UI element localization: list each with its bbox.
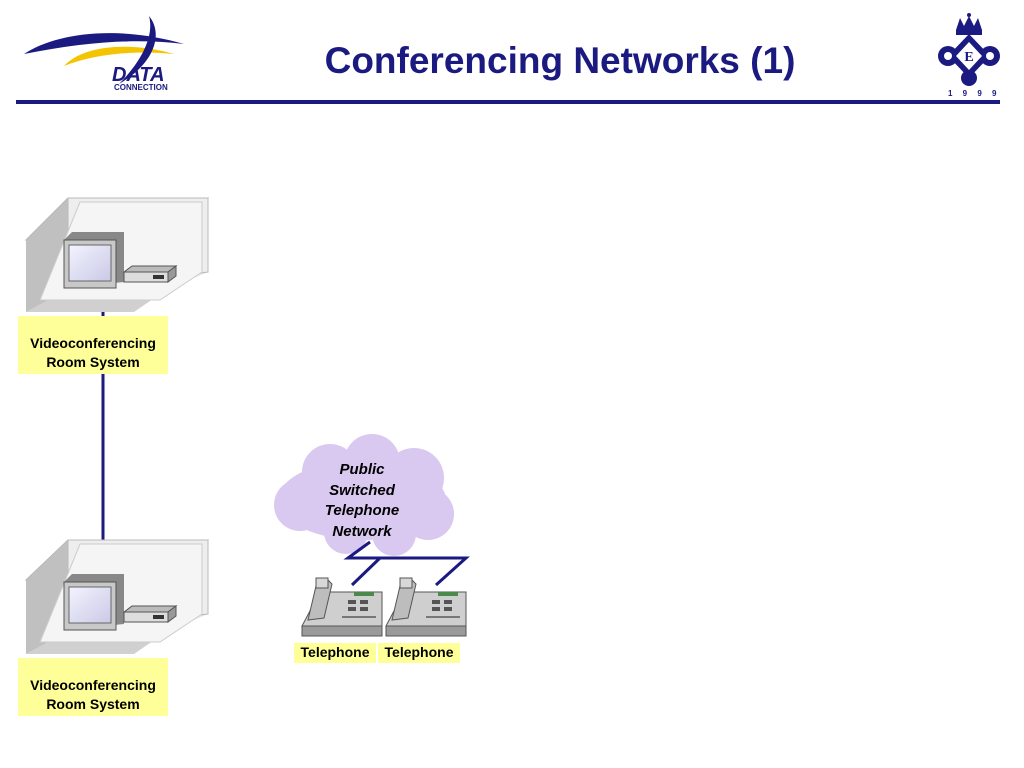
room-system-top-icon bbox=[24, 197, 210, 312]
pstn-line4: Network bbox=[332, 522, 392, 540]
phone-link-line-2 bbox=[350, 556, 382, 587]
seal-year-text: 1 9 9 9 bbox=[948, 89, 1001, 98]
svg-text:E: E bbox=[964, 50, 973, 65]
logo-swoosh-icon bbox=[24, 16, 184, 84]
pstn-label: Public Switched Telephone Network bbox=[306, 460, 418, 542]
pstn-line1: Public bbox=[339, 461, 385, 478]
room-system-bottom-icon bbox=[24, 539, 210, 654]
crown-gear-icon: E bbox=[938, 13, 1000, 86]
room-system-top-line1: Videoconferencing bbox=[30, 335, 156, 351]
pstn-cloud-icon bbox=[274, 434, 454, 556]
telephone-icon bbox=[301, 577, 383, 637]
telephone-label: Telephone bbox=[294, 643, 376, 663]
logo-sub-text: CONNECTION bbox=[114, 83, 168, 92]
room-system-bottom-label: Videoconferencing Room System bbox=[18, 658, 168, 716]
pstn-line2: Switched bbox=[329, 481, 395, 499]
logo-brand-text: DATA bbox=[112, 64, 165, 86]
pstn-line3: Telephone bbox=[324, 502, 400, 519]
phone-link-line bbox=[343, 540, 470, 587]
room-system-bottom-line1: Videoconferencing bbox=[30, 677, 156, 693]
telephone-icon bbox=[385, 577, 467, 637]
slide-title: Conferencing Networks (1) bbox=[324, 40, 796, 81]
title-divider bbox=[16, 100, 1000, 104]
room-system-top-line2: Room System bbox=[46, 354, 140, 370]
room-system-top-label: Videoconferencing Room System bbox=[18, 316, 168, 374]
telephone-label: Telephone bbox=[378, 643, 460, 663]
room-system-bottom-line2: Room System bbox=[46, 696, 140, 712]
crown-seal-logo: E bbox=[934, 12, 1004, 98]
data-connection-logo bbox=[24, 14, 194, 94]
